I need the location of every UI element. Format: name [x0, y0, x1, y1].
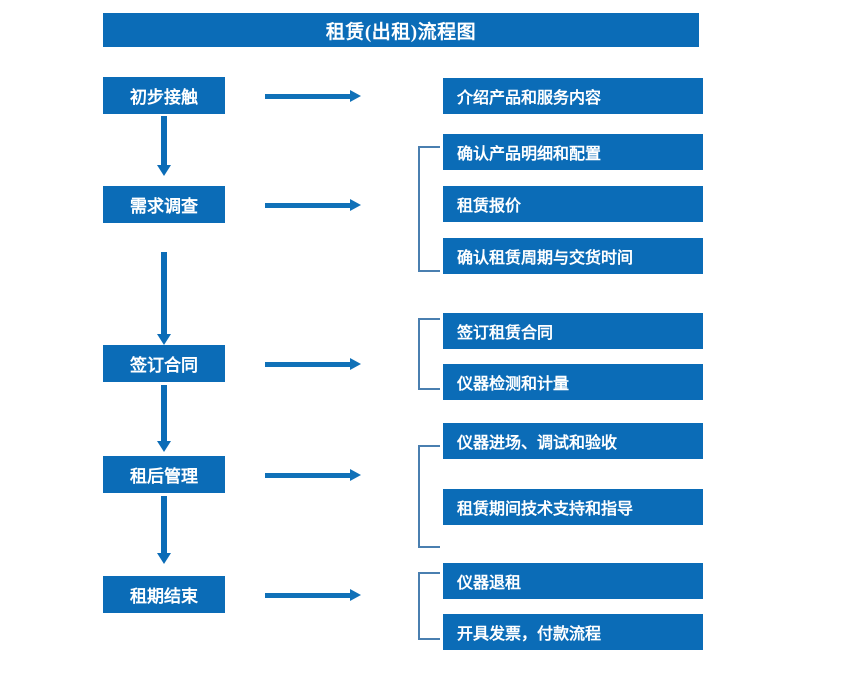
- stage-label-3: 签订合同: [130, 356, 198, 375]
- stage-box-3[interactable]: 签订合同: [103, 345, 225, 382]
- detail-box-5-2[interactable]: 开具发票，付款流程: [443, 614, 703, 650]
- detail-box-1-1[interactable]: 介绍产品和服务内容: [443, 78, 703, 114]
- detail-label-4-1: 仪器进场、调试和验收: [457, 435, 618, 452]
- stage-down-arrow-3: [157, 385, 171, 452]
- group-bracket-5: [418, 572, 440, 640]
- detail-label-3-1: 签订租赁合同: [457, 325, 554, 342]
- detail-label-2-2: 租赁报价: [457, 198, 522, 215]
- arrow-head-icon: [350, 90, 361, 102]
- arrow-shaft: [265, 593, 351, 598]
- group-bracket-4: [418, 445, 440, 548]
- arrow-head-icon: [157, 553, 171, 564]
- arrow-head-icon: [350, 589, 361, 601]
- stage-box-5[interactable]: 租期结束: [103, 576, 225, 613]
- detail-label-5-1: 仪器退租: [457, 575, 522, 592]
- detail-label-3-2: 仪器检测和计量: [457, 376, 570, 393]
- stage-right-arrow-5: [265, 588, 361, 602]
- arrow-head-icon: [157, 165, 171, 176]
- arrow-head-icon: [350, 199, 361, 211]
- stage-box-2[interactable]: 需求调查: [103, 186, 225, 223]
- detail-box-5-1[interactable]: 仪器退租: [443, 563, 703, 599]
- stage-right-arrow-3: [265, 357, 361, 371]
- detail-box-2-3[interactable]: 确认租赁周期与交货时间: [443, 238, 703, 274]
- arrow-shaft: [161, 116, 167, 165]
- detail-box-2-1[interactable]: 确认产品明细和配置: [443, 134, 703, 170]
- arrow-head-icon: [350, 358, 361, 370]
- stage-label-5: 租期结束: [130, 587, 198, 606]
- group-bracket-2: [418, 146, 440, 272]
- arrow-head-icon: [157, 441, 171, 452]
- detail-box-4-1[interactable]: 仪器进场、调试和验收: [443, 423, 703, 459]
- group-bracket-3: [418, 318, 440, 390]
- page-title: 租赁(出租)流程图: [325, 21, 477, 43]
- detail-label-4-2: 租赁期间技术支持和指导: [457, 501, 634, 518]
- chart-title-bar: 租赁(出租)流程图: [103, 13, 699, 47]
- arrow-shaft: [161, 496, 167, 553]
- detail-box-3-2[interactable]: 仪器检测和计量: [443, 364, 703, 400]
- arrow-shaft: [161, 252, 167, 334]
- detail-box-4-2[interactable]: 租赁期间技术支持和指导: [443, 489, 703, 525]
- arrow-shaft: [265, 203, 351, 208]
- stage-down-arrow-1: [157, 116, 171, 176]
- detail-label-2-1: 确认产品明细和配置: [457, 146, 602, 163]
- detail-box-3-1[interactable]: 签订租赁合同: [443, 313, 703, 349]
- stage-label-2: 需求调查: [130, 197, 198, 216]
- detail-label-2-3: 确认租赁周期与交货时间: [457, 250, 634, 267]
- stage-down-arrow-2: [157, 252, 171, 345]
- arrow-head-icon: [350, 469, 361, 481]
- stage-right-arrow-1: [265, 89, 361, 103]
- arrow-shaft: [265, 362, 351, 367]
- detail-label-1-1: 介绍产品和服务内容: [457, 90, 602, 107]
- stage-box-1[interactable]: 初步接触: [103, 77, 225, 114]
- stage-right-arrow-4: [265, 468, 361, 482]
- stage-down-arrow-4: [157, 496, 171, 564]
- arrow-head-icon: [157, 334, 171, 345]
- stage-right-arrow-2: [265, 198, 361, 212]
- arrow-shaft: [161, 385, 167, 441]
- stage-label-4: 租后管理: [130, 467, 198, 486]
- arrow-shaft: [265, 473, 351, 478]
- stage-label-1: 初步接触: [130, 88, 198, 107]
- detail-label-5-2: 开具发票，付款流程: [457, 626, 602, 643]
- stage-box-4[interactable]: 租后管理: [103, 456, 225, 493]
- arrow-shaft: [265, 94, 351, 99]
- detail-box-2-2[interactable]: 租赁报价: [443, 186, 703, 222]
